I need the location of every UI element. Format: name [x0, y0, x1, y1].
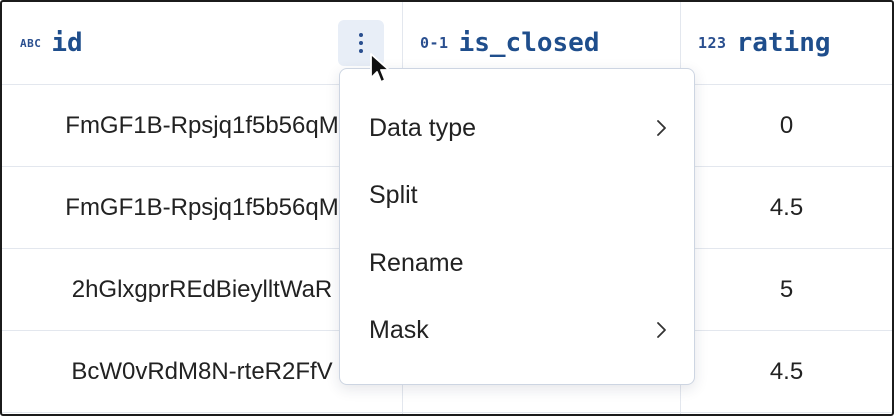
menu-item-mask[interactable]: Mask: [340, 300, 694, 360]
menu-item-split[interactable]: Split: [340, 165, 694, 225]
table-cell-id[interactable]: FmGF1B-Rpsjq1f5b56qM: [65, 194, 339, 221]
boolean-type-icon: 0-1: [420, 34, 449, 52]
number-type-icon: 123: [698, 34, 727, 52]
table-cell-id[interactable]: 2hGlxgprREdBieylltWaR: [71, 276, 333, 303]
table-cell-id[interactable]: BcW0vRdM8N-rteR2FfV: [71, 358, 333, 385]
row-divider: [2, 412, 892, 413]
table-cell-rating[interactable]: 4.5: [769, 194, 804, 221]
table-cell-rating[interactable]: 4.5: [769, 358, 804, 385]
mouse-pointer-icon: [370, 53, 390, 83]
table-cell-rating[interactable]: 0: [779, 112, 794, 139]
chevron-right-icon: [657, 120, 666, 136]
menu-item-label: Data type: [369, 113, 477, 142]
menu-item-data-type[interactable]: Data type: [340, 98, 694, 158]
table-cell-id[interactable]: FmGF1B-Rpsjq1f5b56qM: [65, 112, 339, 139]
string-type-icon: ABC: [20, 36, 42, 50]
column-name: id: [51, 28, 83, 58]
column-name: rating: [736, 28, 831, 58]
menu-item-label: Rename: [369, 248, 464, 277]
column-header-id[interactable]: ABC id: [20, 2, 83, 84]
column-header-is-closed[interactable]: 0-1 is_closed: [420, 2, 599, 84]
column-header-rating[interactable]: 123 rating: [698, 2, 831, 84]
menu-item-rename[interactable]: Rename: [340, 233, 694, 293]
menu-item-label: Mask: [369, 315, 429, 344]
menu-item-label: Split: [369, 180, 418, 209]
column-menu: Data type Split Rename Mask: [339, 68, 695, 385]
column-name: is_closed: [458, 28, 600, 58]
table-cell-rating[interactable]: 5: [779, 276, 794, 303]
chevron-right-icon: [657, 322, 666, 338]
